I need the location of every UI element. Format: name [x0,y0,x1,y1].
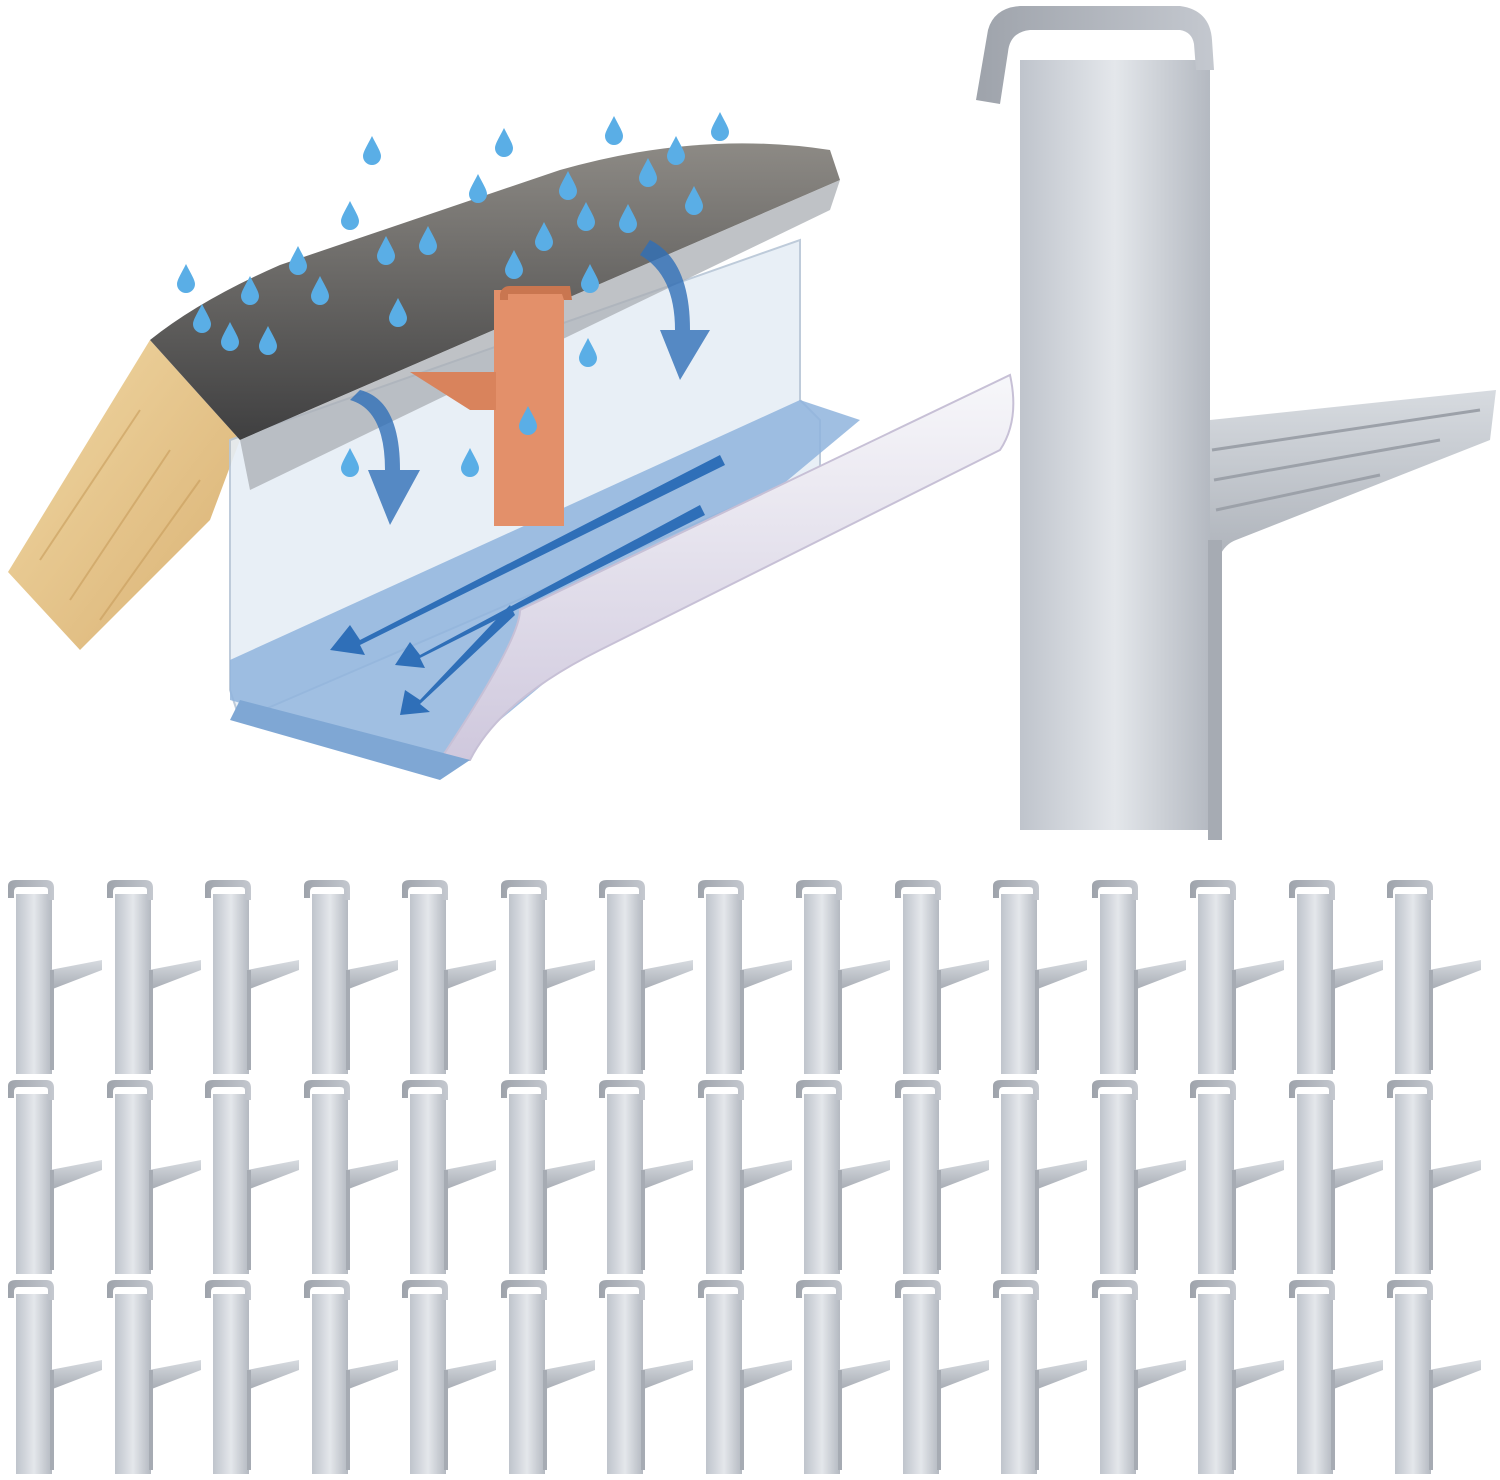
small-clip [796,1280,890,1474]
small-clip [1091,1280,1186,1474]
small-clip [402,1080,496,1274]
small-clip [500,1080,595,1274]
small-clip [1387,880,1481,1074]
large-clip [976,6,1496,840]
gutter-trough [230,400,860,760]
small-clip [1288,1080,1383,1274]
small-clip [993,1080,1087,1274]
small-clip [599,1080,693,1274]
small-clip [796,880,890,1074]
small-clip [106,1280,201,1474]
small-clip [1091,1080,1186,1274]
small-clip [1190,1280,1284,1474]
clip-grid [0,880,1500,1480]
gutter-lip [438,373,1015,761]
small-clip [697,1080,792,1274]
small-clip [1387,1280,1481,1474]
flow-arrows [330,240,725,715]
small-clip [205,1080,299,1274]
small-clip [697,1280,792,1474]
small-clip [106,1080,201,1274]
gutter-illustration [8,112,1015,780]
small-clip [205,880,299,1074]
small-clip [599,1280,693,1474]
small-clip [894,880,989,1074]
small-clip [8,1280,102,1474]
small-clip [1190,880,1284,1074]
small-clip [1091,880,1186,1074]
small-clip [402,880,496,1074]
small-clip [1288,1280,1383,1474]
small-clip [993,1280,1087,1474]
small-clip [1288,880,1383,1074]
small-clip [894,1080,989,1274]
small-clip [303,1280,398,1474]
small-clip [8,880,102,1074]
small-clip [205,1280,299,1474]
small-clip [993,880,1087,1074]
small-clip [402,1280,496,1474]
wood-fascia [8,340,240,650]
small-clip [303,1080,398,1274]
small-clip [796,1080,890,1274]
small-clip [8,1080,102,1274]
small-clip [1387,1080,1481,1274]
small-clip [500,1280,595,1474]
small-clip [1190,1080,1284,1274]
small-clip [106,880,201,1074]
small-clip [500,880,595,1074]
small-clip [599,880,693,1074]
small-clip [697,880,792,1074]
small-clip [303,880,398,1074]
small-clip [894,1280,989,1474]
